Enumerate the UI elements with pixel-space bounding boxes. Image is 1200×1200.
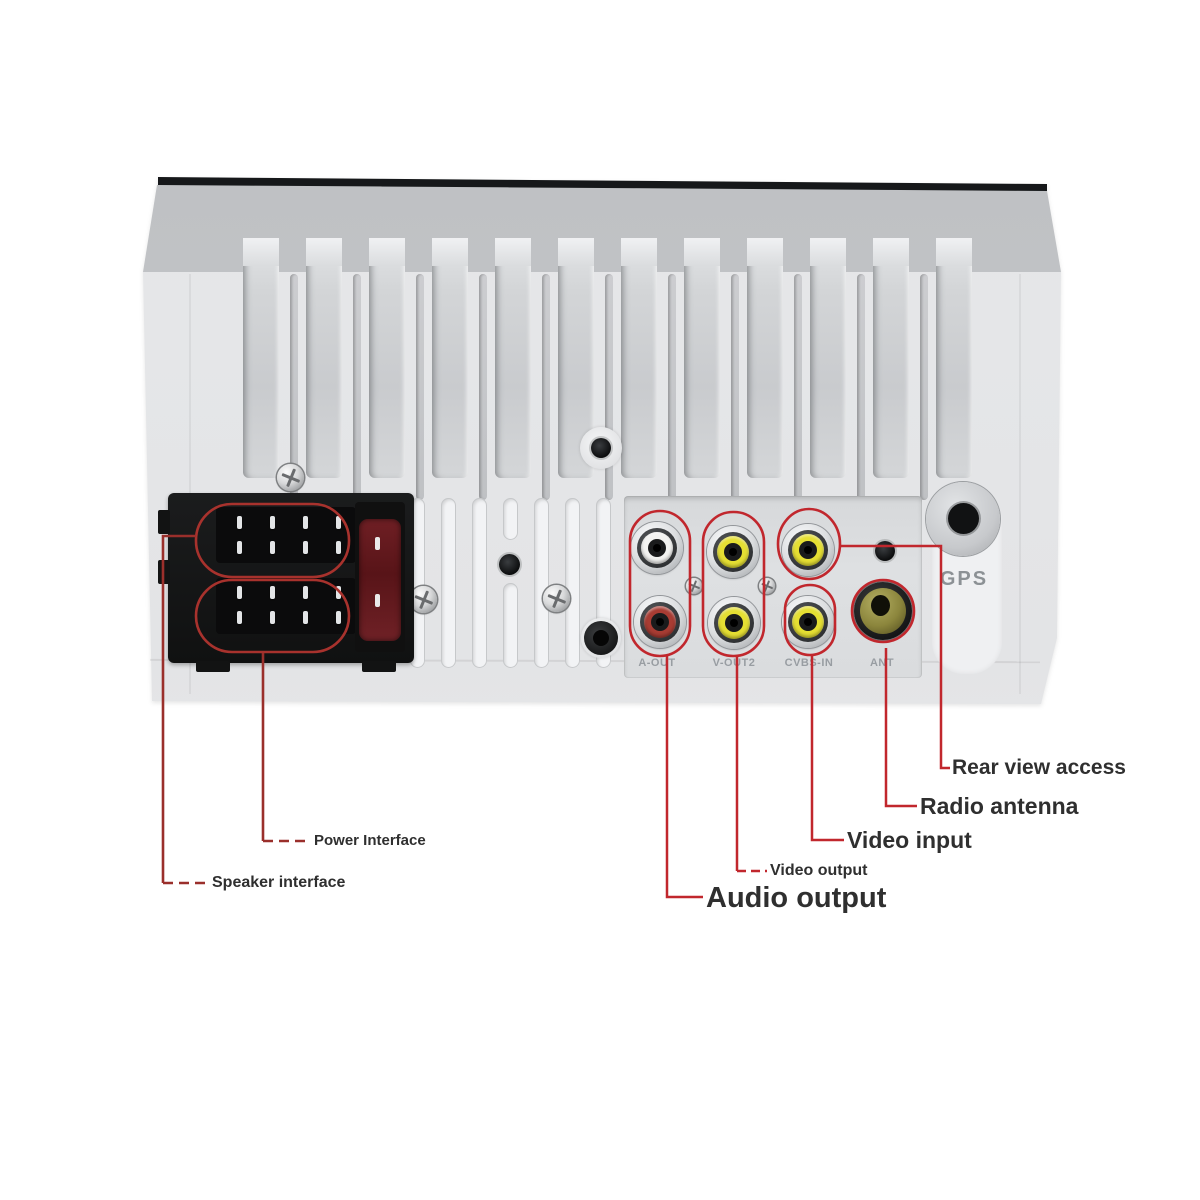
connector-pin — [335, 610, 341, 624]
heatsink-fin-slot — [810, 238, 846, 478]
rca-hole — [730, 619, 738, 627]
heatsink-groove — [920, 274, 928, 500]
port-label-audio-out: A-OUT — [638, 657, 676, 669]
heatsink-groove — [605, 274, 613, 500]
panel-screw — [759, 578, 775, 594]
connector-pin — [335, 515, 341, 529]
callout-audio-output: Audio output — [706, 882, 887, 914]
rca-jack-video-in — [782, 596, 834, 648]
heatsink-fin-slot — [621, 238, 657, 478]
vent-hole — [499, 554, 520, 575]
port-label-cvbs-in: CVBS-IN — [784, 657, 834, 669]
callout-speaker-interface: Speaker interface — [212, 874, 346, 891]
callout-rear-view-access: Rear view access — [952, 756, 1126, 779]
heatsink-groove — [857, 274, 865, 500]
connector-pin — [269, 610, 275, 624]
connector-foot — [196, 661, 230, 672]
rear-view-access-hole — [875, 541, 895, 561]
connector-pin — [269, 585, 275, 599]
heatsink-fin-slot — [936, 238, 972, 478]
radio-antenna-jack-hole — [871, 595, 890, 616]
vent-slot — [441, 498, 456, 668]
rca-jack-audio-right — [634, 596, 686, 648]
heatsink-groove — [668, 274, 676, 500]
heatsink-fin-slot — [684, 238, 720, 478]
heatsink-groove — [479, 274, 487, 500]
mounting-hole-top — [591, 438, 611, 458]
aux-jack-hole — [593, 630, 609, 646]
connector-foot — [362, 661, 396, 672]
connector-pin — [302, 610, 308, 624]
heatsink-groove — [731, 274, 739, 500]
connector-pin — [269, 540, 275, 554]
connector-pin — [302, 515, 308, 529]
rca-hole — [729, 548, 737, 556]
screw-mid-left — [410, 586, 437, 613]
heatsink-fin-slot — [243, 238, 279, 478]
fuse-holder — [359, 519, 401, 641]
heatsink-fin-slot — [495, 238, 531, 478]
fuse-pin — [375, 594, 380, 607]
heatsink-groove — [416, 274, 424, 500]
connector-pin — [236, 540, 242, 554]
heatsink-fin-slot — [432, 238, 468, 478]
heatsink-groove — [794, 274, 802, 500]
panel-screw — [686, 578, 702, 594]
vent-slot — [503, 498, 518, 540]
vent-slot — [472, 498, 487, 668]
fuse-pin — [375, 537, 380, 550]
connector-pin — [302, 540, 308, 554]
heatsink-fin-slot — [747, 238, 783, 478]
connector-pin — [302, 585, 308, 599]
connector-latch-tab — [158, 560, 170, 584]
gps-connector-hole — [948, 503, 979, 534]
vent-slot — [534, 498, 549, 668]
connector-pin — [269, 515, 275, 529]
left-fold-line — [189, 274, 191, 694]
vent-slot — [565, 498, 580, 668]
rca-jack-video-out-1 — [707, 526, 759, 578]
rca-hole — [804, 546, 812, 554]
rca-hole — [804, 618, 812, 626]
heatsink-fin-slot — [306, 238, 342, 478]
heatsink-groove — [290, 274, 298, 500]
connector-pin — [335, 540, 341, 554]
heatsink-fin-slot — [558, 238, 594, 478]
rca-hole — [656, 618, 664, 626]
port-label-video-out: V-OUT2 — [712, 657, 756, 669]
heatsink-groove — [542, 274, 550, 500]
port-label-ant: ANT — [869, 657, 895, 669]
rca-jack-video-out-2 — [708, 597, 760, 649]
vent-slot — [503, 583, 518, 668]
callout-radio-antenna: Radio antenna — [920, 793, 1079, 819]
rca-jack-audio-left — [631, 522, 683, 574]
connector-latch-tab — [158, 510, 170, 534]
gps-label: GPS — [939, 568, 989, 590]
connector-pin — [335, 585, 341, 599]
callout-power-interface: Power Interface — [314, 832, 426, 849]
heatsink-fin-slot — [873, 238, 909, 478]
heatsink-groove — [353, 274, 361, 500]
connector-pin — [236, 610, 242, 624]
callout-video-output: Video output — [770, 862, 868, 879]
screw-mid-right — [543, 585, 570, 612]
rca-hole — [653, 544, 661, 552]
connector-pin — [236, 515, 242, 529]
rca-jack-rear-camera-in — [782, 524, 834, 576]
right-fold-line — [1019, 274, 1021, 694]
connector-pin — [236, 585, 242, 599]
callout-video-input: Video input — [847, 827, 972, 853]
screw-top-left — [277, 464, 304, 491]
heatsink-fin-slot — [369, 238, 405, 478]
